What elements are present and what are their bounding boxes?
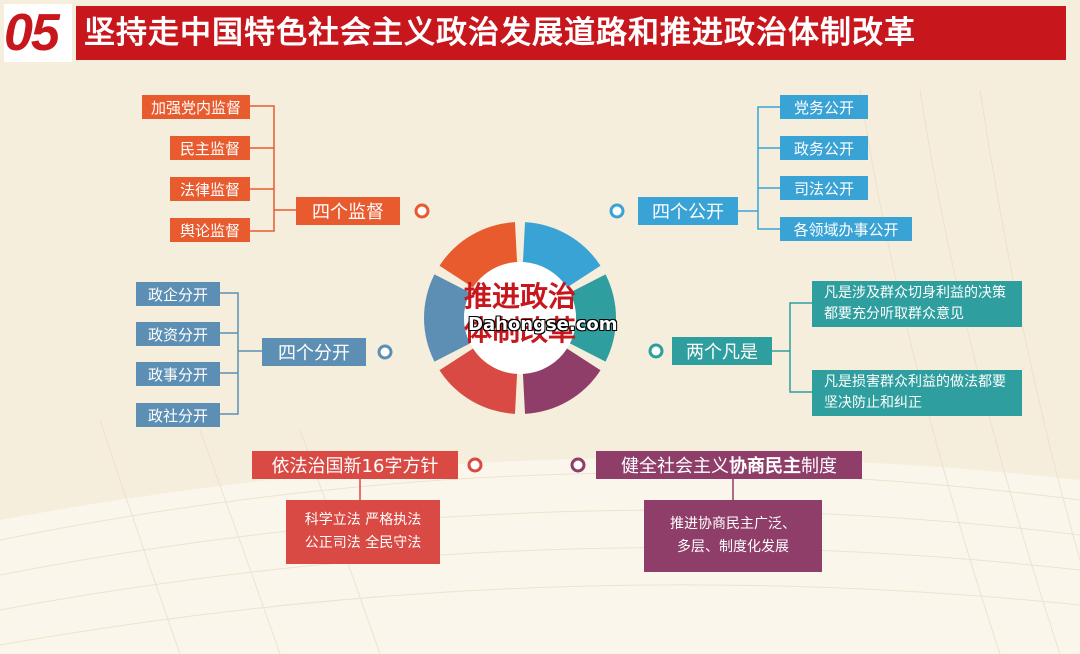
two-whatever-title: 两个凡是 (672, 337, 772, 365)
bullet-consultative-icon (570, 457, 586, 473)
separation-item: 政资分开 (136, 322, 220, 346)
hub-title: 推进政治 体制改革 (455, 280, 585, 348)
ring-segment (522, 348, 601, 414)
supervision-item: 加强党内监督 (142, 95, 250, 119)
openness-title: 四个公开 (638, 197, 738, 225)
supervision-title: 四个监督 (296, 197, 400, 225)
supervision-item: 舆论监督 (170, 218, 250, 242)
page-title: 坚持走中国特色社会主义政治发展道路和推进政治体制改革 (84, 15, 916, 51)
separation-item: 政社分开 (136, 403, 220, 427)
bullet-two-whatever-icon (648, 343, 664, 359)
rule-of-law-line1: 科学立法 严格执法 (304, 512, 422, 528)
hub-title-line2: 体制改革 (463, 314, 576, 347)
openness-item: 党务公开 (780, 95, 868, 119)
separation-item: 政事分开 (136, 362, 220, 386)
header: 05 坚持走中国特色社会主义政治发展道路和推进政治体制改革 (0, 0, 1080, 66)
bullet-rule-of-law-icon (467, 457, 483, 473)
ring-segment (569, 274, 616, 362)
consultative-title: 健全社会主义协商民主制度 (596, 451, 862, 479)
separation-item: 政企分开 (136, 282, 220, 306)
separation-title: 四个分开 (262, 338, 366, 366)
bullet-separation-icon (377, 344, 393, 360)
ring-segment (439, 348, 518, 414)
openness-item: 司法公开 (780, 176, 868, 200)
bullet-supervision-icon (414, 203, 430, 219)
rule-of-law-content: 科学立法 严格执法 公正司法 全民守法 (286, 500, 440, 564)
bullet-openness-icon (609, 203, 625, 219)
central-ring (424, 222, 616, 414)
supervision-item: 法律监督 (170, 177, 250, 201)
supervision-item: 民主监督 (170, 136, 250, 160)
ring-segment (424, 274, 471, 362)
ring-segment (522, 222, 601, 288)
section-number: 05 (4, 4, 72, 62)
consultative-title-prefix: 健全社会主义 (621, 456, 729, 477)
two-whatever-item: 凡是损害群众利益的做法都要坚决防止和纠正 (812, 370, 1022, 416)
openness-item: 各领域办事公开 (780, 217, 912, 241)
consultative-title-bold: 协商民主 (729, 456, 801, 477)
hub-title-line1: 推进政治 (463, 280, 576, 313)
rule-of-law-title: 依法治国新16字方针 (252, 451, 458, 479)
consultative-line1: 推进协商民主广泛、 (670, 516, 796, 532)
title-bar: 坚持走中国特色社会主义政治发展道路和推进政治体制改革 (76, 6, 1066, 60)
rule-of-law-line2: 公正司法 全民守法 (304, 535, 422, 551)
ring-segment (439, 222, 518, 288)
consultative-title-suffix: 制度 (801, 456, 837, 477)
consultative-line2: 多层、制度化发展 (677, 539, 789, 555)
watermark: Dahongse.com (468, 314, 618, 335)
openness-item: 政务公开 (780, 136, 868, 160)
consultative-content: 推进协商民主广泛、 多层、制度化发展 (644, 500, 822, 572)
two-whatever-item: 凡是涉及群众切身利益的决策都要充分听取群众意见 (812, 281, 1022, 327)
